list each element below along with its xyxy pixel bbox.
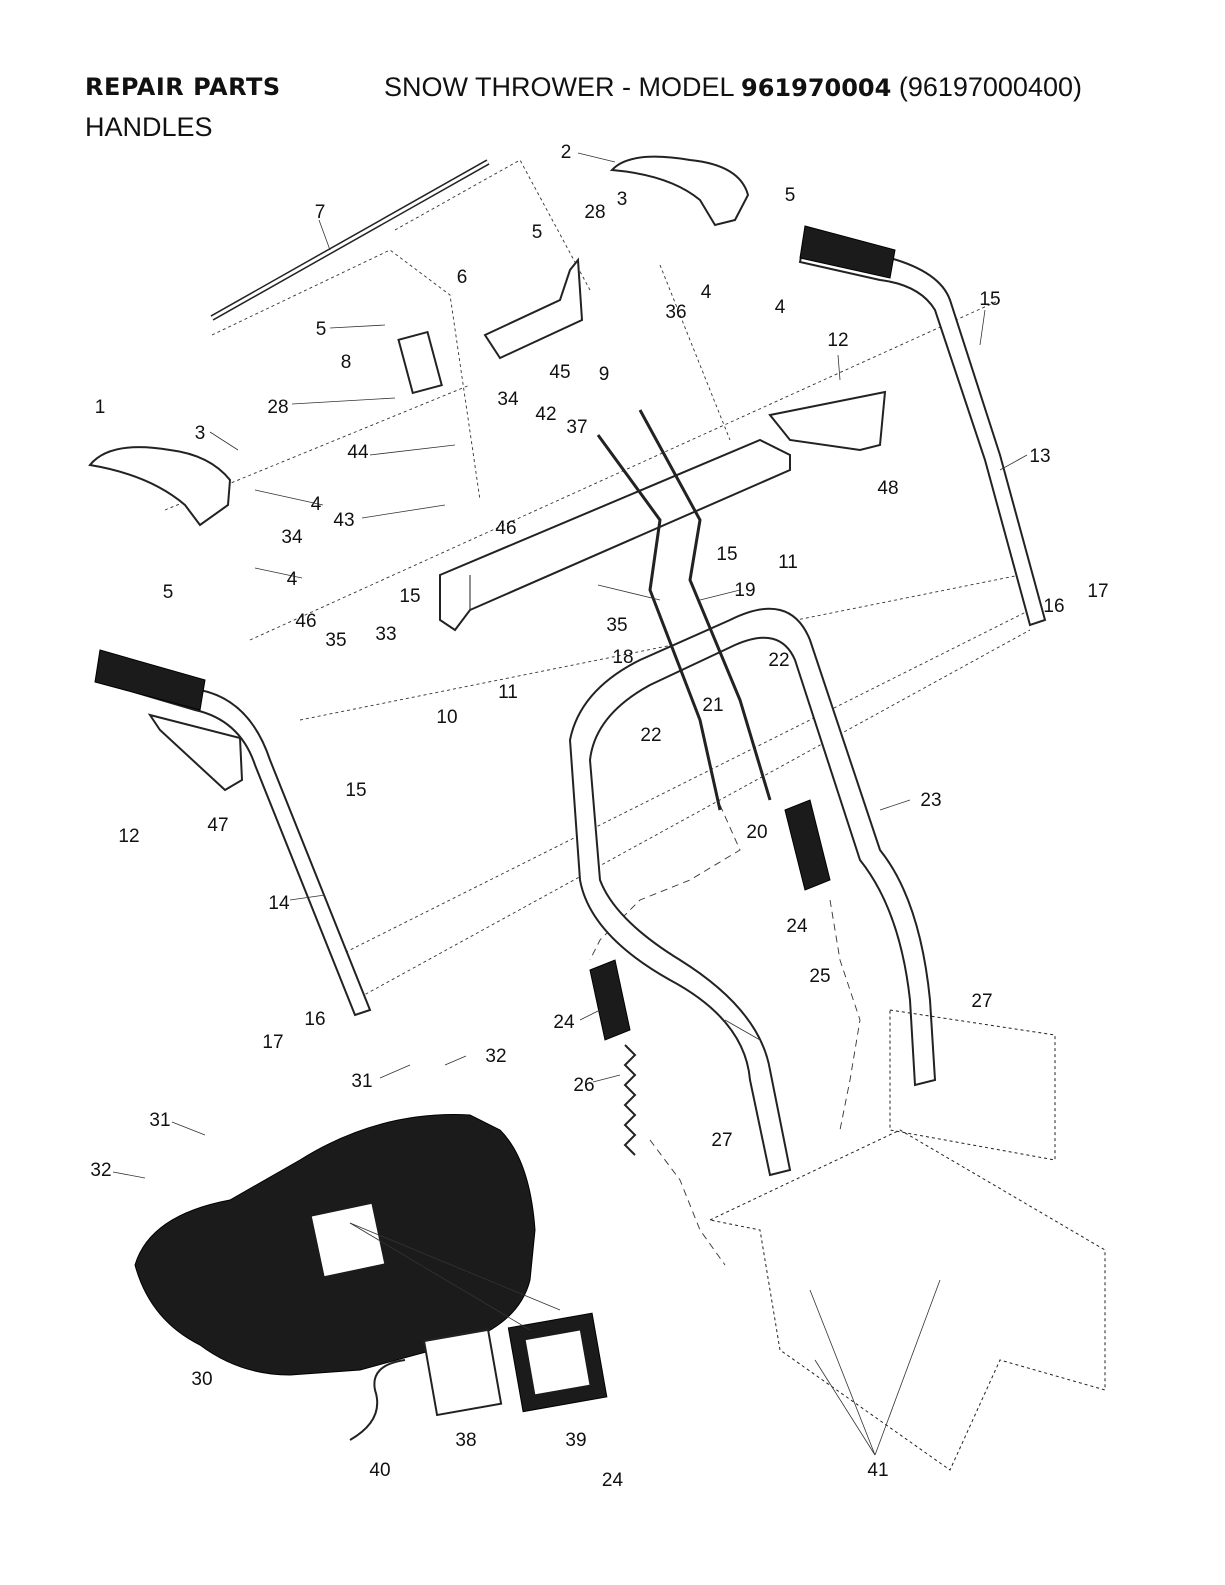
callout-c31a: 31 (351, 1071, 372, 1092)
callout-c33: 33 (375, 624, 396, 645)
left-drive-lever (90, 447, 230, 525)
callout-c3b: 3 (195, 423, 206, 444)
callout-c13: 13 (1029, 446, 1050, 467)
callout-c15c: 15 (399, 586, 420, 607)
callout-c48: 48 (877, 478, 898, 499)
callout-c18: 18 (612, 647, 633, 668)
callout-c15b: 15 (716, 544, 737, 565)
callout-c5a: 5 (532, 222, 543, 243)
callout-c23: 23 (920, 790, 941, 811)
callout-c31b: 31 (149, 1110, 170, 1131)
callout-c46b: 46 (295, 611, 316, 632)
callout-c4c: 4 (311, 494, 322, 515)
callout-c14: 14 (268, 893, 290, 914)
callout-c16b: 16 (304, 1009, 325, 1030)
callout-c24a: 24 (786, 916, 808, 937)
callout-c32a: 32 (485, 1046, 506, 1067)
callout-c32b: 32 (90, 1160, 111, 1181)
spring-cover-upper (785, 800, 830, 890)
callout-c34a: 34 (497, 389, 519, 410)
callout-c5c: 5 (316, 319, 327, 340)
callout-c5d: 5 (163, 582, 174, 603)
callout-c3a: 3 (617, 189, 628, 210)
callout-c28a: 28 (584, 202, 605, 223)
callout-c21: 21 (702, 695, 723, 716)
callout-c8: 8 (341, 352, 352, 373)
callout-c15d: 15 (345, 780, 366, 801)
page-number: 24 (0, 1470, 1225, 1492)
callout-c2: 2 (561, 142, 572, 163)
callout-c19: 19 (734, 580, 755, 601)
callout-c1: 1 (95, 397, 106, 418)
callout-c25: 25 (809, 966, 830, 987)
left-upper-handle (100, 660, 370, 1015)
callout-c20: 20 (746, 822, 767, 843)
callout-c44: 44 (347, 442, 369, 463)
callout-c43: 43 (333, 510, 354, 531)
callout-c34b: 34 (281, 527, 303, 548)
callout-c4b: 4 (775, 297, 786, 318)
callout-c6: 6 (457, 267, 468, 288)
callout-c16a: 16 (1043, 596, 1064, 617)
callout-c11a: 11 (778, 552, 798, 573)
callout-c27b: 27 (711, 1130, 732, 1151)
callout-c45: 45 (549, 362, 570, 383)
callout-c38: 38 (455, 1430, 476, 1451)
callout-c35a: 35 (325, 630, 346, 651)
callout-c9: 9 (599, 364, 610, 385)
callout-c10: 10 (436, 707, 457, 728)
spring-cover-lower (590, 960, 630, 1040)
callout-c37: 37 (566, 417, 587, 438)
callout-c17a: 17 (1087, 581, 1108, 602)
callout-c35b: 35 (606, 615, 627, 636)
callout-c36: 36 (665, 302, 686, 323)
callout-c28b: 28 (267, 397, 288, 418)
callout-c11b: 11 (498, 682, 518, 703)
callout-c4a: 4 (701, 282, 712, 303)
callout-c12b: 12 (118, 826, 139, 847)
callout-c24b: 24 (553, 1012, 575, 1033)
right-auger-lever (612, 157, 748, 225)
callout-c12a: 12 (827, 330, 848, 351)
callout-c22a: 22 (768, 650, 789, 671)
callout-c7: 7 (315, 202, 326, 223)
left-grip (95, 650, 205, 710)
callout-c30: 30 (191, 1369, 212, 1390)
callout-c39: 39 (565, 1430, 586, 1451)
callout-c27a: 27 (971, 991, 992, 1012)
lower-handle (570, 609, 935, 1175)
callout-c42: 42 (535, 404, 556, 425)
callout-c4d: 4 (287, 569, 298, 590)
callout-c22b: 22 (640, 725, 661, 746)
callout-c5b: 5 (785, 185, 796, 206)
callout-c46a: 46 (495, 518, 516, 539)
callout-c15a: 15 (979, 289, 1000, 310)
callout-c26: 26 (573, 1075, 594, 1096)
callout-c47: 47 (207, 815, 228, 836)
callout-c17b: 17 (262, 1032, 283, 1053)
cross-shaft-bracket (440, 440, 790, 630)
